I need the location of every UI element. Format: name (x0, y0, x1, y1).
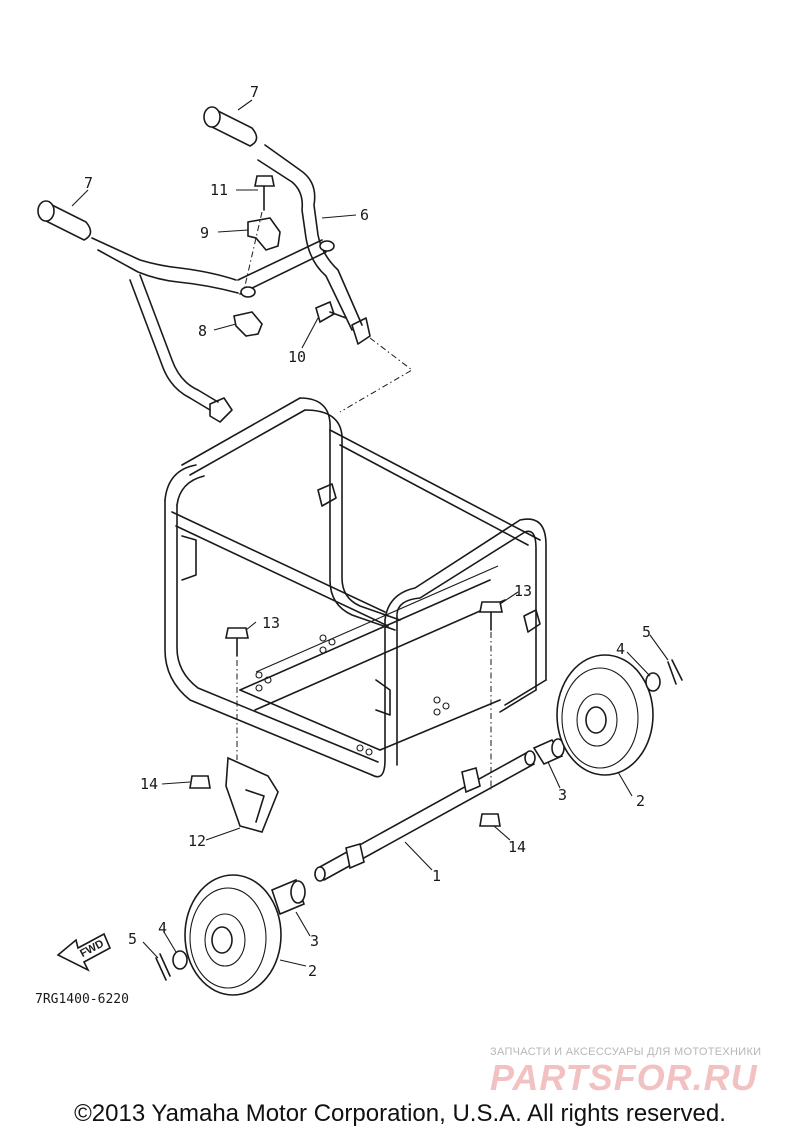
callout-6: 6 (360, 206, 369, 224)
callout-labels: 7 7 11 6 9 8 10 13 13 5 4 14 3 2 14 12 1… (84, 83, 651, 980)
leader-lines (71, 99, 669, 967)
callout-14-left: 14 (140, 775, 158, 793)
callout-14-right: 14 (508, 838, 526, 856)
callout-1: 1 (432, 867, 441, 885)
collar-part-3-rear (532, 738, 565, 766)
nut-part-14-right (479, 813, 501, 827)
callout-5-front: 5 (128, 930, 137, 948)
bolt-part-11 (254, 175, 275, 211)
pin-part-5-rear (667, 659, 683, 685)
axle-part-1 (314, 750, 536, 882)
nut-part-14-left (189, 775, 211, 789)
frame (164, 397, 547, 778)
callout-11: 11 (210, 181, 228, 199)
callout-3-rear: 3 (558, 786, 567, 804)
collar-part-3-front (271, 878, 306, 916)
washer-part-4-rear (645, 672, 661, 692)
wheel-part-2-front (184, 874, 282, 996)
wheel-part-2-rear (556, 654, 654, 776)
callout-9: 9 (200, 224, 209, 242)
callout-2-front: 2 (308, 962, 317, 980)
callout-7-right: 7 (250, 83, 259, 101)
callout-8: 8 (198, 322, 207, 340)
watermark-tagline: ЗАПЧАСТИ И АКСЕССУАРЫ ДЛЯ МОТОТЕХНИКИ (490, 1046, 761, 1058)
callout-12: 12 (188, 832, 206, 850)
callout-4-front: 4 (158, 919, 167, 937)
bolt-part-10 (315, 300, 347, 324)
grip-part-7-right (203, 106, 258, 147)
bolt-part-13-right (479, 601, 503, 631)
pin-part-5-front (155, 953, 171, 981)
bolt-part-13-left (225, 627, 249, 657)
copyright-notice: ©2013 Yamaha Motor Corporation, U.S.A. A… (74, 1100, 726, 1127)
foot-part-12 (225, 756, 279, 833)
callout-2-rear: 2 (636, 792, 645, 810)
callout-13-left: 13 (262, 614, 280, 632)
washer-part-4-front (172, 950, 188, 970)
clamp-part-9 (247, 217, 281, 251)
callout-5-rear: 5 (642, 623, 651, 641)
callout-10: 10 (288, 348, 306, 366)
callout-13-right: 13 (514, 582, 532, 600)
callout-7-left: 7 (84, 174, 93, 192)
diagram-code: 7RG1400-6220 (35, 992, 129, 1007)
watermark-logo: PARTSFOR.RU (490, 1057, 758, 1098)
callout-3-front: 3 (310, 932, 319, 950)
clamp-part-8 (233, 311, 263, 337)
callout-4-rear: 4 (616, 640, 625, 658)
handle-part-6 (91, 144, 371, 423)
grip-part-7-left (37, 200, 92, 241)
fwd-arrow-icon: FWD (56, 932, 112, 972)
